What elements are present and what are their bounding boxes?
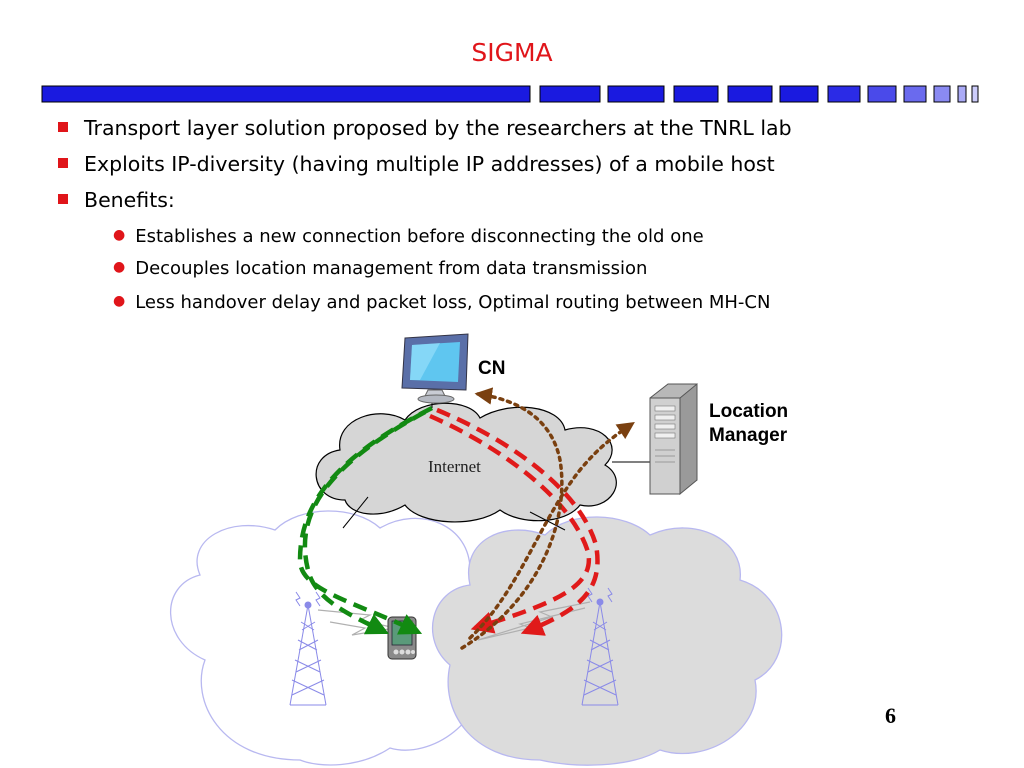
brown-path-to-cn: [460, 387, 564, 650]
bullet-2: Exploits IP-diversity (having multiple I…: [58, 152, 775, 176]
red-square-bullet-icon: [58, 194, 68, 204]
right-wireless-signal: [477, 601, 591, 641]
left-antenna-tower-icon: [289, 591, 327, 706]
red-dot-bullet-icon: ●: [113, 293, 126, 309]
sub-bullet-3: ●Less handover delay and packet loss, Op…: [113, 292, 771, 313]
cn-computer-icon: [401, 333, 469, 404]
cloud-link-left: [342, 496, 369, 529]
cloud-link-right: [529, 511, 566, 531]
green-path-lower: [302, 410, 427, 635]
slide-title: SIGMA: [471, 38, 553, 67]
sigma-network-diagram: Internet CN Location Manager: [170, 333, 788, 766]
right-antenna-tower-icon: [581, 587, 619, 706]
sub-bullet-1: ●Establishes a new connection before dis…: [113, 226, 704, 247]
red-path-upper: [436, 407, 600, 636]
location-manager-server-icon: [649, 382, 698, 496]
red-square-bullet-icon: [58, 122, 68, 132]
brown-path-to-location-manager: [468, 422, 635, 640]
location-manager-label-line-2: Manager: [709, 425, 788, 446]
red-square-bullet-icon: [58, 158, 68, 168]
cn-label: CN: [478, 358, 505, 379]
internet-label: Internet: [428, 457, 481, 476]
red-path-lower: [429, 413, 592, 634]
red-dot-bullet-icon: ●: [113, 259, 126, 275]
bullet-3: Benefits:: [58, 188, 175, 212]
location-manager-label-line-1: Location: [709, 401, 788, 422]
sub-bullet-2: ●Decouples location management from data…: [113, 258, 648, 279]
page-number: 6: [885, 703, 896, 728]
red-dot-bullet-icon: ●: [113, 227, 126, 243]
title-decoration-bar: [41, 85, 979, 103]
bullet-1: Transport layer solution proposed by the…: [58, 116, 792, 140]
left-cell-cloud: [170, 510, 507, 766]
